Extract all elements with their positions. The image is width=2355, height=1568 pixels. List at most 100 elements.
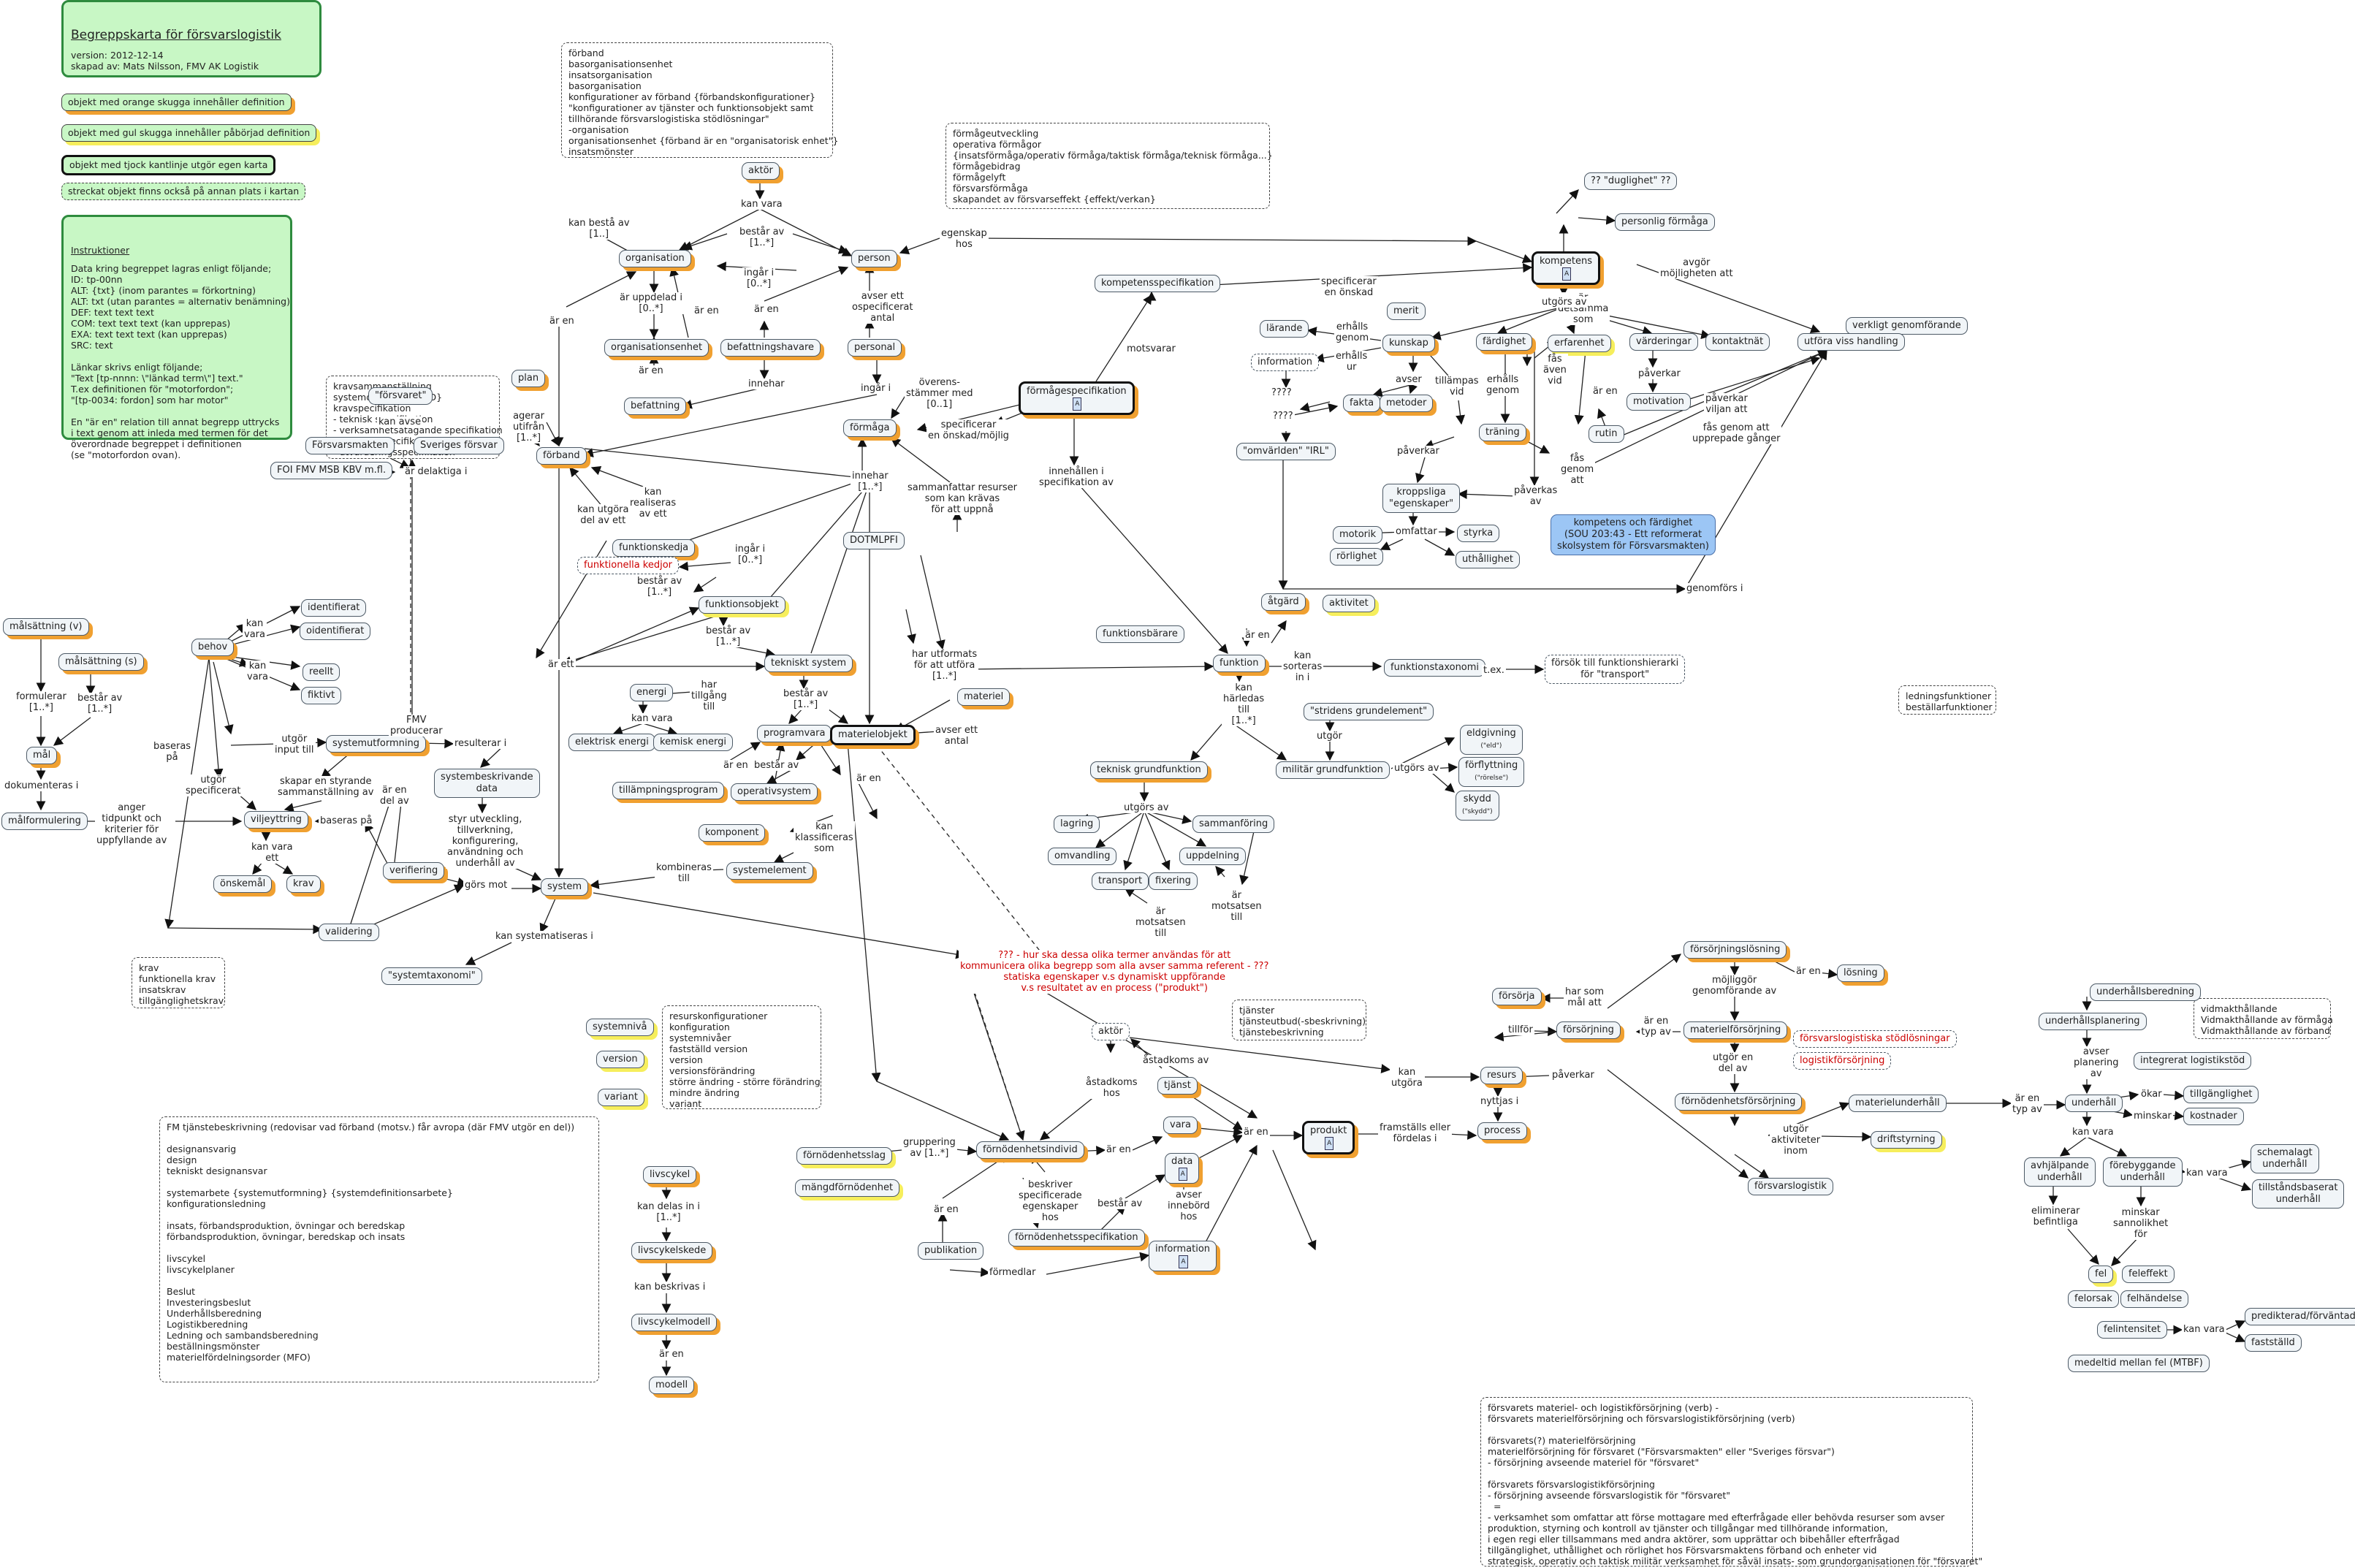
node-teknisk-grundfunktion[interactable]: teknisk grundfunktion	[1090, 761, 1208, 779]
node-uppdelning[interactable]: uppdelning	[1179, 848, 1246, 865]
node-traning[interactable]: träning	[1479, 424, 1526, 441]
node-materielforsorjning[interactable]: materielförsörjning	[1683, 1021, 1788, 1039]
node-kunskap[interactable]: kunskap	[1382, 335, 1435, 352]
node-skydd[interactable]: skydd("skydd")	[1456, 791, 1499, 821]
node-foi[interactable]: FOI FMV MSB KBV m.fl.	[270, 462, 393, 479]
node-avhjalpande[interactable]: avhjälpande underhåll	[2024, 1157, 2096, 1187]
node-energi[interactable]: energi	[630, 684, 674, 701]
node-systemelement[interactable]: systemelement	[726, 862, 813, 880]
node-predikterad[interactable]: predikterad/förväntad	[2245, 1308, 2355, 1325]
node-systemniva[interactable]: systemnivå	[586, 1019, 654, 1036]
node-felintensitet[interactable]: felintensitet	[2097, 1321, 2167, 1339]
node-information-dashed[interactable]: information	[1251, 354, 1320, 371]
node-forsvarsmakten[interactable]: Försvarsmakten	[305, 437, 395, 454]
node-tjanst[interactable]: tjänst	[1157, 1077, 1198, 1095]
node-fardighet[interactable]: färdighet	[1476, 333, 1533, 351]
node-formaga[interactable]: förmåga	[843, 419, 897, 437]
node-varderingar[interactable]: värderingar	[1629, 333, 1698, 351]
node-krav[interactable]: krav	[286, 875, 321, 893]
node-erfarenhet[interactable]: erfarenhet	[1548, 335, 1611, 352]
node-sammanforing[interactable]: sammanföring	[1192, 815, 1275, 833]
node-verifiering[interactable]: verifiering	[383, 862, 445, 880]
node-sveriges-forsvar[interactable]: Sveriges försvar	[414, 437, 504, 454]
node-rorlighet[interactable]: rörlighet	[1330, 548, 1384, 566]
node-forsorja[interactable]: försörja	[1492, 988, 1542, 1005]
node-omvandling[interactable]: omvandling	[1048, 848, 1117, 865]
node-mal[interactable]: mål	[26, 747, 58, 764]
node-materielobjekt[interactable]: materielobjekt	[830, 725, 916, 745]
node-felorsak[interactable]: felorsak	[2068, 1290, 2119, 1308]
node-duglighet[interactable]: ?? "duglighet" ??	[1584, 172, 1678, 190]
node-funktionsobjekt[interactable]: funktionsobjekt	[699, 596, 785, 614]
node-merit[interactable]: merit	[1387, 302, 1426, 320]
node-funktionsbarare[interactable]: funktionsbärare	[1096, 625, 1184, 643]
node-aktor-dashed[interactable]: aktör	[1092, 1023, 1130, 1040]
node-larande[interactable]: lärande	[1260, 320, 1309, 338]
node-kompetens-sou[interactable]: kompetens och färdighet (SOU 203:43 - Et…	[1551, 514, 1716, 555]
node-mangdfornodenhet[interactable]: mängdförnödenhet	[795, 1179, 900, 1197]
node-personal[interactable]: personal	[848, 339, 902, 357]
node-mtbf[interactable]: medeltid mellan fel (MTBF)	[2068, 1355, 2210, 1372]
node-process[interactable]: process	[1477, 1122, 1527, 1140]
node-komponent[interactable]: komponent	[699, 824, 766, 842]
submap-icon[interactable]: A	[1325, 1137, 1334, 1150]
node-utfora-viss-handling[interactable]: utföra viss handling	[1797, 333, 1905, 351]
node-funktionskedja[interactable]: funktionskedja	[612, 539, 696, 557]
node-tillstandsbaserat[interactable]: tillståndsbaserat underhåll	[2252, 1179, 2345, 1209]
node-forband[interactable]: förband	[536, 447, 587, 465]
node-viljeyttring[interactable]: viljeyttring	[244, 811, 308, 829]
node-kemisk-energi[interactable]: kemisk energi	[653, 734, 733, 751]
submap-icon[interactable]: A	[1178, 1168, 1187, 1181]
node-malsattning-v[interactable]: målsättning (v)	[3, 618, 89, 636]
node-kroppsliga[interactable]: kroppsliga "egenskaper"	[1382, 484, 1461, 513]
node-oidentifierat[interactable]: oidentifierat	[300, 623, 371, 640]
node-livscykel[interactable]: livscykel	[643, 1166, 697, 1184]
node-malformulering[interactable]: målformulering	[1, 812, 88, 830]
node-livscykelmodell[interactable]: livscykelmodell	[631, 1314, 718, 1331]
node-fornodenhetsspecifikation[interactable]: förnödenhetsspecifikation	[1008, 1229, 1145, 1247]
node-underhall[interactable]: underhåll	[2065, 1095, 2123, 1112]
node-styrka[interactable]: styrka	[1457, 525, 1500, 542]
node-person[interactable]: person	[851, 250, 897, 267]
node-lagring[interactable]: lagring	[1054, 815, 1100, 833]
node-systemtaxonomi[interactable]: "systemtaxonomi"	[381, 967, 482, 985]
node-kompetensspecifikation[interactable]: kompetensspecifikation	[1095, 275, 1221, 292]
node-forsvaret[interactable]: "försvaret"	[368, 387, 433, 405]
node-fixering[interactable]: fixering	[1149, 872, 1198, 890]
node-fakta[interactable]: fakta	[1343, 395, 1381, 412]
node-onskemal[interactable]: önskemål	[213, 875, 273, 893]
node-tillganglighet[interactable]: tillgänglighet	[2183, 1086, 2259, 1103]
node-forebyggande[interactable]: förebyggande underhåll	[2103, 1157, 2183, 1187]
node-kontaktnat[interactable]: kontaktnät	[1705, 333, 1770, 351]
node-befattningshavare[interactable]: befattningshavare	[720, 339, 821, 357]
node-losning[interactable]: lösning	[1837, 964, 1884, 982]
node-militar-grundfunktion[interactable]: militär grundfunktion	[1276, 761, 1390, 779]
node-materielunderhall[interactable]: materielunderhåll	[1849, 1095, 1947, 1112]
node-plan[interactable]: plan	[511, 370, 546, 387]
node-atgard[interactable]: åtgärd	[1261, 593, 1306, 611]
node-fornodenhetsforsorjning[interactable]: förnödenhetsförsörjning	[1675, 1093, 1803, 1111]
node-systemutformning[interactable]: systemutformning	[326, 735, 426, 753]
node-behov[interactable]: behov	[191, 639, 235, 656]
node-fornodenhetsindivid[interactable]: förnödenhetsindivid	[976, 1141, 1084, 1159]
node-materiel[interactable]: materiel	[957, 688, 1011, 706]
node-system[interactable]: system	[541, 878, 588, 896]
node-forsvarslogistik[interactable]: försvarslogistik	[1748, 1178, 1833, 1195]
node-tekniskt-system[interactable]: tekniskt system	[764, 655, 853, 672]
node-publikation[interactable]: publikation	[918, 1242, 984, 1260]
submap-icon[interactable]: A	[1561, 267, 1572, 281]
node-identifierat[interactable]: identifierat	[301, 599, 367, 617]
submap-icon[interactable]: A	[1073, 397, 1082, 411]
node-organisation[interactable]: organisation	[619, 250, 691, 267]
node-metoder[interactable]: metoder	[1380, 395, 1434, 412]
node-underhallsplanering[interactable]: underhållsplanering	[2039, 1013, 2147, 1030]
node-fel[interactable]: fel	[2088, 1266, 2114, 1283]
node-kostnader[interactable]: kostnader	[2183, 1108, 2244, 1125]
node-forflyttning[interactable]: förflyttning("rörelse")	[1458, 757, 1525, 787]
node-felhandelse[interactable]: felhändelse	[2120, 1290, 2189, 1308]
node-validering[interactable]: validering	[319, 924, 379, 941]
node-vara[interactable]: vara	[1163, 1116, 1198, 1134]
